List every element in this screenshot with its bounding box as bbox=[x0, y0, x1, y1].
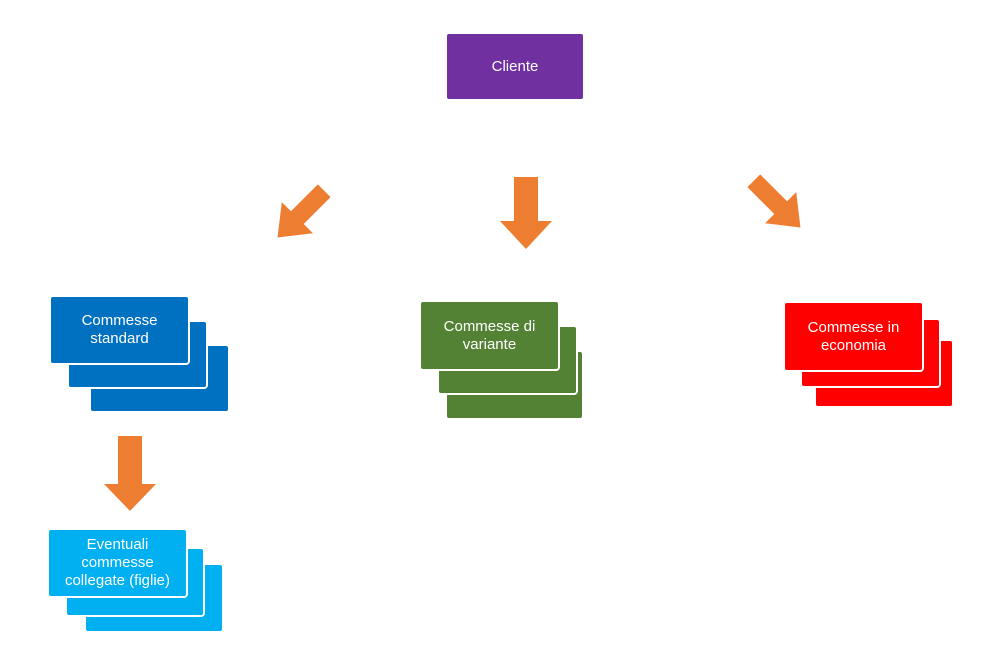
arrow-cliente-to-variante bbox=[500, 177, 552, 249]
node-economia: Commesse in economia bbox=[783, 301, 924, 372]
node-collegate-label: Eventuali commesse collegate (figlie) bbox=[64, 536, 171, 589]
node-cliente: Cliente bbox=[445, 32, 585, 101]
arrow-cliente-to-economia bbox=[747, 174, 801, 228]
node-standard-label: Commesse standard bbox=[81, 312, 158, 347]
node-variante: Commesse di variante bbox=[419, 300, 560, 371]
arrow-cliente-to-standard bbox=[277, 184, 331, 238]
node-standard: Commesse standard bbox=[49, 295, 190, 365]
node-cliente-label: Cliente bbox=[491, 57, 539, 75]
node-collegate: Eventuali commesse collegate (figlie) bbox=[47, 528, 188, 598]
node-economia-label: Commesse in economia bbox=[807, 318, 900, 354]
node-variante-label: Commesse di variante bbox=[443, 317, 536, 353]
arrow-standard-to-collegate bbox=[104, 436, 156, 511]
